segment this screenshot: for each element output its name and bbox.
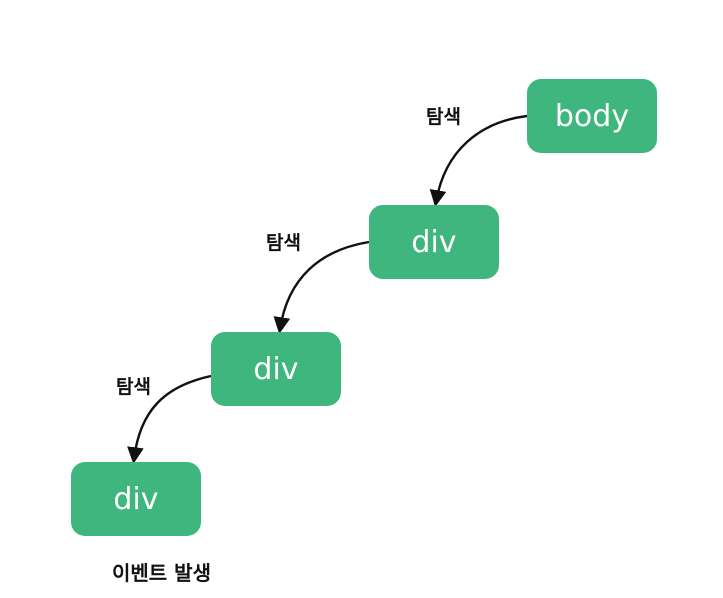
edge-label-search-3: 탐색 bbox=[116, 376, 151, 398]
node-div-3: div bbox=[71, 462, 201, 536]
node-div-3-label: div bbox=[113, 481, 159, 517]
node-div-2: div bbox=[211, 332, 341, 406]
node-div-2-label: div bbox=[253, 351, 299, 387]
arrow-div-2-to-div-3 bbox=[127, 374, 212, 465]
edge-label-search-1: 탐색 bbox=[426, 106, 461, 128]
arrow-body-to-div-1 bbox=[429, 114, 528, 207]
edge-label-search-2: 탐색 bbox=[266, 232, 301, 254]
arrow-div-1-to-div-2 bbox=[273, 240, 370, 334]
event-caption: 이벤트 발생 bbox=[112, 561, 211, 585]
node-div-1-label: div bbox=[411, 224, 457, 260]
node-div-1: div bbox=[369, 205, 499, 279]
node-body-label: body bbox=[554, 98, 630, 134]
node-body: body bbox=[527, 79, 657, 153]
